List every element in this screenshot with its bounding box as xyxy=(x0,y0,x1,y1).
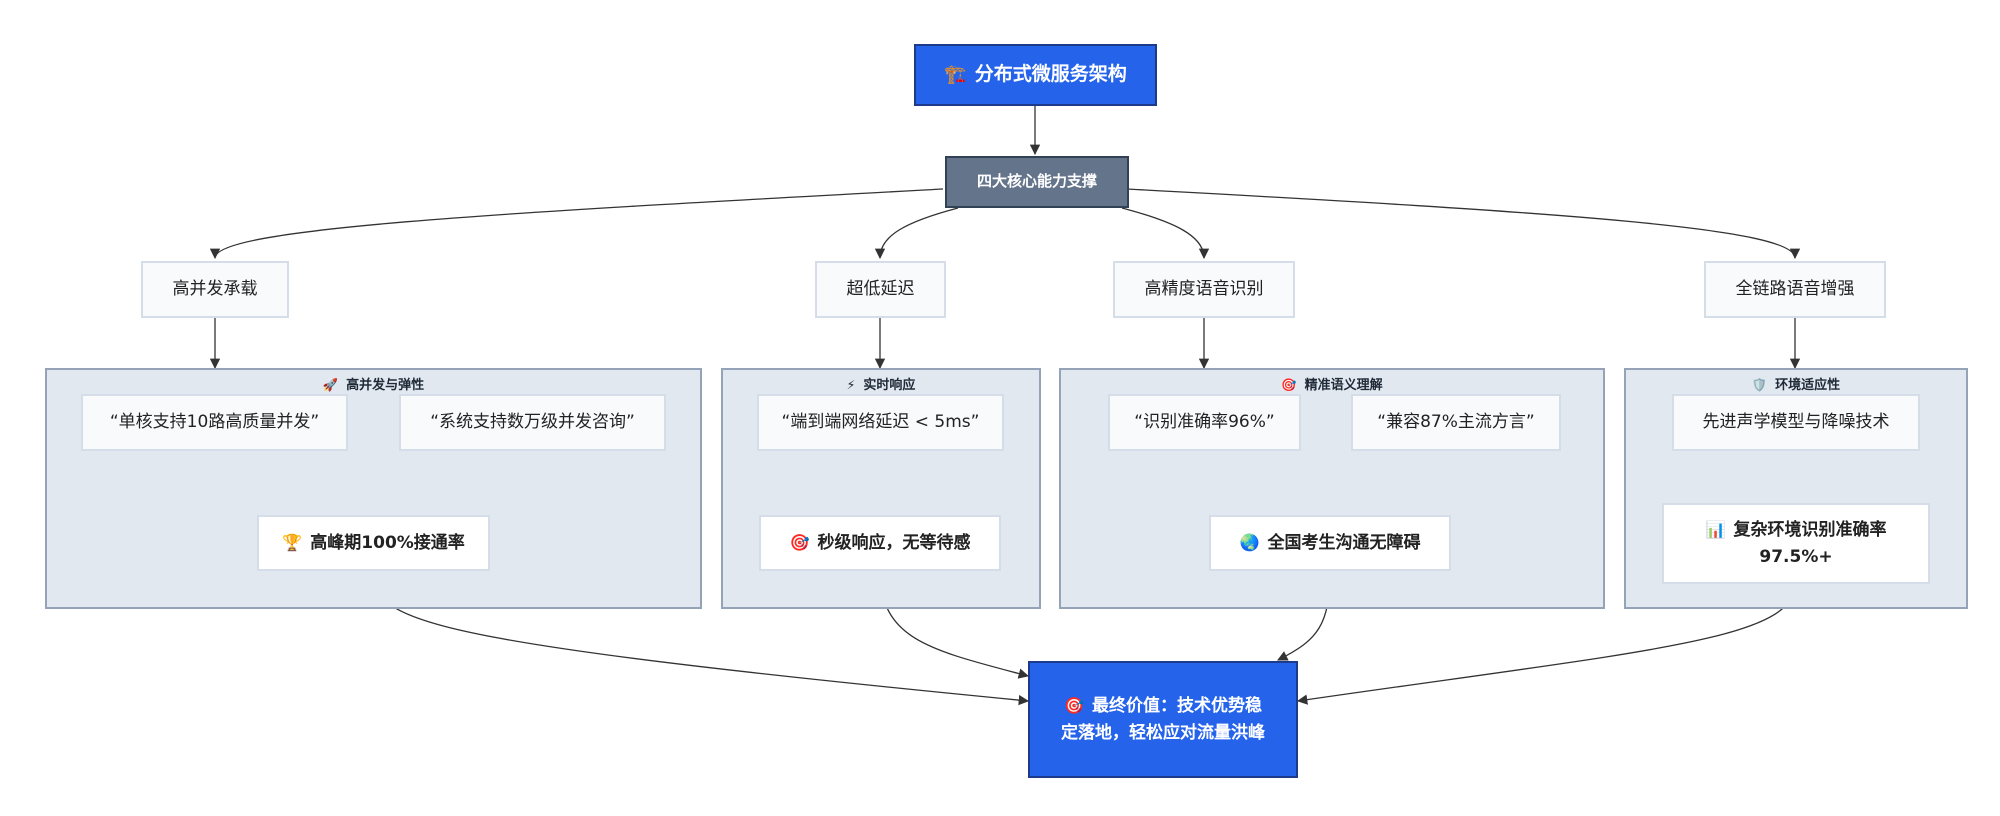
target-icon: 🎯 xyxy=(789,533,810,553)
pillar-high-concurrency: 高并发承载 xyxy=(141,261,289,318)
fact-accuracy: “识别准确率96%” xyxy=(1108,394,1301,451)
cluster-title: 🛡️环境适应性 xyxy=(1751,378,1841,393)
final-value-node: 🎯最终价值：技术优势稳定落地，轻松应对流量洪峰 xyxy=(1028,661,1298,778)
fact-system-capacity: “系统支持数万级并发咨询” xyxy=(399,394,666,451)
target-icon: 🎯 xyxy=(1063,696,1085,716)
fact-single-core: “单核支持10路高质量并发” xyxy=(81,394,348,451)
fact-acoustic-model: 先进声学模型与降噪技术 xyxy=(1672,394,1920,451)
fact-dialects: “兼容87%主流方言” xyxy=(1351,394,1561,451)
pillar-low-latency: 超低延迟 xyxy=(815,261,946,318)
edge-core-pillar-3 xyxy=(1121,207,1210,260)
construction-icon: 🏗️ xyxy=(944,64,967,86)
core-capabilities-node: 四大核心能力支撑 xyxy=(945,156,1129,208)
edge-core-pillar-2 xyxy=(874,207,959,260)
target-icon: 🎯 xyxy=(1281,378,1297,392)
result-noisy-accuracy: 📊复杂环境识别准确率 97.5%+ xyxy=(1662,503,1930,584)
cluster-title: 🎯精准语义理解 xyxy=(1281,378,1383,393)
fact-latency: “端到端网络延迟 < 5ms” xyxy=(757,394,1004,451)
edge-core-pillar-4 xyxy=(1126,188,1801,260)
chart-icon: 📊 xyxy=(1705,520,1726,540)
lightning-icon: ⚡ xyxy=(846,378,856,392)
pillar-speech-enhancement: 全链路语音增强 xyxy=(1704,261,1886,318)
result-instant-response: 🎯秒级响应，无等待感 xyxy=(759,515,1001,571)
cluster-title: 🚀高并发与弹性 xyxy=(322,378,425,393)
edge-core-pillar-1 xyxy=(209,188,944,260)
result-connection-rate: 🏆高峰期100%接通率 xyxy=(257,515,490,571)
shield-icon: 🛡️ xyxy=(1751,378,1768,392)
globe-icon: 🌏 xyxy=(1239,533,1260,553)
pillar-speech-recognition: 高精度语音识别 xyxy=(1113,261,1295,318)
cluster-title: ⚡实时响应 xyxy=(846,378,916,393)
result-nationwide-communication: 🌏全国考生沟通无障碍 xyxy=(1209,515,1451,571)
architecture-node: 🏗️分布式微服务架构 xyxy=(914,44,1157,106)
trophy-icon: 🏆 xyxy=(282,533,303,553)
rocket-icon: 🚀 xyxy=(322,378,339,392)
